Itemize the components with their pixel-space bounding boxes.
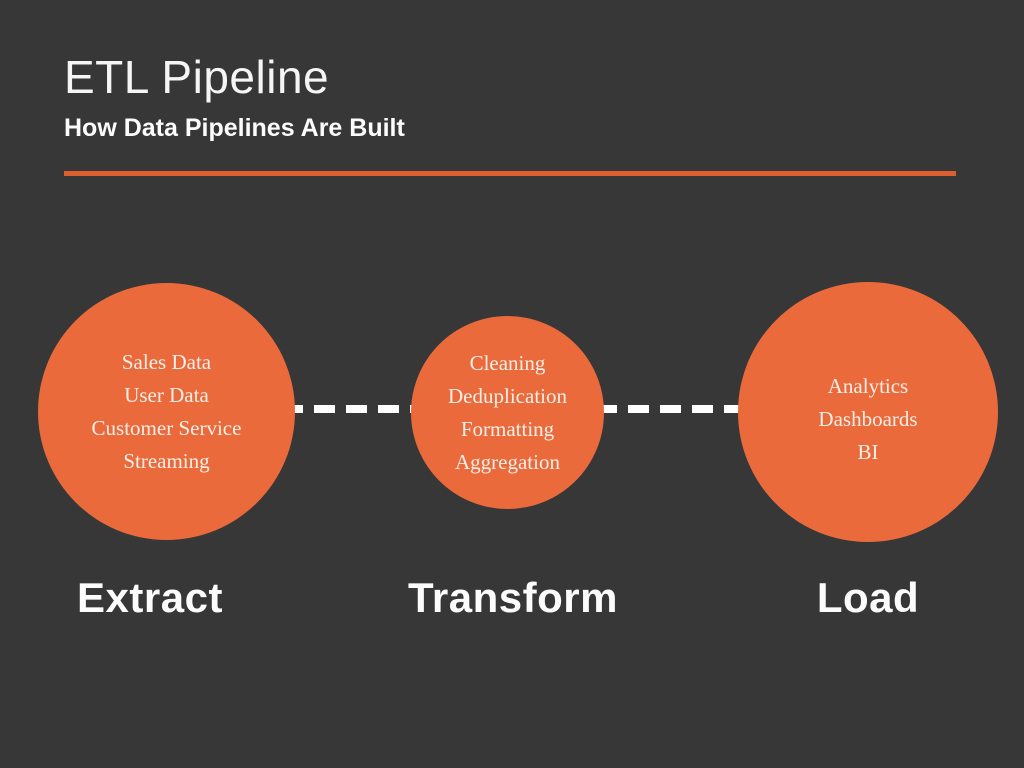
stage-label-extract: Extract	[77, 574, 223, 621]
stage-circle-extract: Sales Data User Data Customer Service St…	[38, 283, 295, 540]
stage-label-transform: Transform	[408, 574, 618, 621]
extract-item: User Data	[124, 382, 209, 407]
stage-circle-load: Analytics Dashboards BI	[738, 282, 998, 542]
slide-title: ETL Pipeline	[64, 51, 330, 103]
extract-item: Streaming	[123, 448, 210, 473]
load-item: BI	[857, 439, 879, 464]
transform-item: Formatting	[460, 416, 555, 441]
load-item: Dashboards	[818, 406, 918, 431]
transform-item: Aggregation	[455, 449, 560, 474]
stage-label-load: Load	[816, 574, 920, 621]
extract-item: Sales Data	[121, 349, 212, 374]
slide-subtitle: How Data Pipelines Are Built	[64, 114, 405, 142]
extract-item: Customer Service	[91, 415, 242, 440]
dashed-connector-transform-load	[596, 405, 752, 413]
dashed-connector-extract-transform	[282, 405, 428, 413]
stage-circle-transform: Cleaning Deduplication Formatting Aggreg…	[411, 316, 604, 509]
transform-item: Deduplication	[448, 383, 567, 408]
accent-divider-line	[64, 171, 956, 176]
transform-item: Cleaning	[469, 350, 546, 375]
load-item: Analytics	[827, 373, 909, 398]
